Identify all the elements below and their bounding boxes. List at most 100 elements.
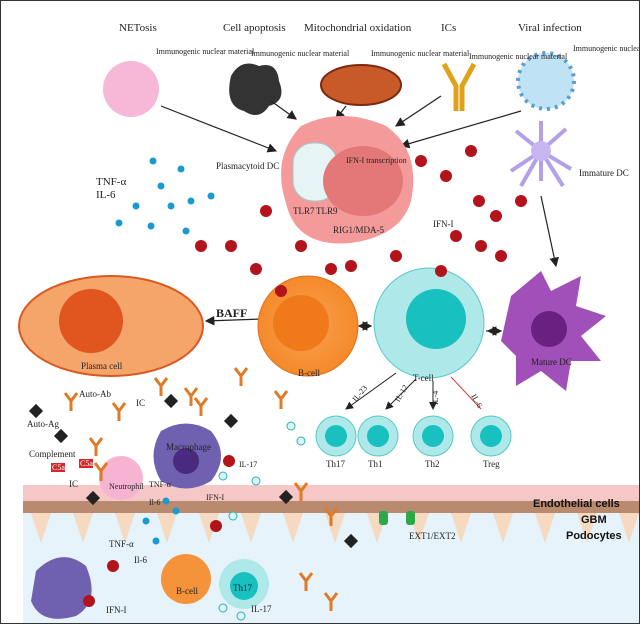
th1-label: Th1 (368, 459, 383, 469)
mitochondrion (320, 64, 402, 106)
ifn-i-dot (473, 195, 485, 207)
auto-antigen-icon (85, 490, 101, 506)
mature-dc-label: Mature DC (531, 357, 572, 367)
antibody-icon (233, 367, 249, 386)
complement-label: Complement (29, 449, 76, 459)
antibody-icon (298, 572, 314, 591)
ifn-i-dot (435, 265, 447, 277)
ifn-i-dot (390, 250, 402, 262)
tnf-alpha-label: TNF-α (96, 176, 126, 188)
antibodies (28, 367, 359, 611)
ifn-i-dot (450, 230, 462, 242)
cytokine-dot (187, 197, 195, 205)
differentiation-arrows (345, 372, 482, 410)
ext1-ext2-label: EXT1/EXT2 (409, 531, 456, 541)
auto-antigen-icon (53, 428, 69, 444)
tlr7-label: TLR7 (293, 206, 315, 216)
immunogenic-label: Immunogenic nuclear material (156, 47, 255, 56)
ifn-i-dot (345, 260, 357, 272)
il17-dot (218, 471, 228, 481)
il17-dot (251, 476, 261, 486)
antibody-icon (193, 397, 209, 416)
podocyte-foot (493, 513, 513, 543)
cytokine-dots (83, 145, 527, 621)
podocyte-foot (283, 513, 303, 543)
antibody-icon (323, 592, 339, 611)
podocyte-foot (241, 513, 261, 543)
cytokine-dot (177, 165, 185, 173)
podocytes-label: Podocytes (566, 530, 622, 542)
th17-lower-nucleus (230, 572, 258, 600)
b-cell-label: B-cell (298, 368, 320, 378)
cytokine-dot (115, 219, 123, 227)
t-subset-nucleus (367, 425, 389, 447)
il17-dot (296, 436, 306, 446)
ifn-i-label: IFN-I (433, 219, 454, 229)
auto-antigen-icon (343, 533, 359, 549)
ifn-i-label: IFN-I (206, 493, 225, 502)
podocyte-foot (577, 513, 597, 543)
auto-antigen-icon (278, 489, 294, 505)
ifn-i-dot (295, 240, 307, 252)
immunogenic-label: Immunogenic nuclear material (469, 52, 568, 61)
auto-antigen-icon (28, 403, 44, 419)
il17-dot (286, 421, 296, 431)
il17-label: IL-17 (251, 604, 272, 614)
auto-ag-label: Auto-Ag (27, 419, 59, 429)
podocyte-foot (157, 513, 177, 543)
cytokine-dot (147, 222, 155, 230)
ic-label: IC (136, 398, 145, 408)
macrophage-lower (31, 557, 92, 619)
mature-dc-nucleus (531, 311, 567, 347)
il17-dot (228, 511, 238, 521)
podocyte-foot (451, 513, 471, 543)
podocyte-foot (619, 513, 639, 543)
ifn-i-label: IFN-I (106, 605, 127, 615)
t-subset-nucleus (480, 425, 502, 447)
cytokine-dot (132, 202, 140, 210)
t-cell-subsets (315, 415, 512, 457)
cell-apoptosis-label: Cell apoptosis (223, 22, 286, 34)
ifn-i-dot (195, 240, 207, 252)
cytokine-dot (167, 202, 175, 210)
endothelial-layer (23, 485, 639, 503)
ifn-i-dot (83, 595, 95, 607)
antibody-icon (111, 402, 127, 421)
th2-label: Th2 (425, 459, 440, 469)
c5a-badge (51, 463, 65, 472)
c5a-label: C5a (80, 459, 93, 468)
t-subset-nucleus (422, 425, 444, 447)
tlr9-label: TLR9 (316, 206, 338, 216)
ifn-i-dot (440, 170, 452, 182)
il17-dot (236, 611, 246, 621)
ifn-i-dot (210, 520, 222, 532)
ifn-i-dot (225, 240, 237, 252)
ifn-i-dot (465, 145, 477, 157)
cytokine-dot (149, 157, 157, 165)
th17-label: Th17 (233, 583, 252, 593)
viral-infection-label: Viral infection (518, 22, 582, 34)
antibody-icon (273, 390, 289, 409)
ics-label: ICs (441, 22, 456, 34)
b-cell-nucleus (273, 295, 329, 351)
ic-label: IC (69, 479, 78, 489)
immunogenic-label: Immunogenic nuclear material (251, 49, 350, 58)
endothelial-cells-label: Endothelial cells (533, 498, 620, 510)
il6-label: IL-6 (96, 189, 116, 201)
baff-label: BAFF (216, 306, 247, 320)
macrophage-label: Macrophage (166, 442, 211, 452)
ifn-transcription-label: IFN-I transcription (346, 156, 407, 165)
antibody-icon (183, 387, 199, 406)
il17-dot (218, 603, 228, 613)
ifn-i-dot (223, 455, 235, 467)
plasma-cell-label: Plasma cell (81, 361, 123, 371)
podocyte-foot (31, 513, 51, 543)
ifn-i-dot (495, 250, 507, 262)
trigger-arrows (160, 95, 559, 326)
treg-label: Treg (483, 459, 500, 469)
antibody-icon (323, 507, 339, 526)
t-subset-nucleus (325, 425, 347, 447)
ifn-i-dot (250, 263, 262, 275)
cytokine-dot (152, 537, 160, 545)
